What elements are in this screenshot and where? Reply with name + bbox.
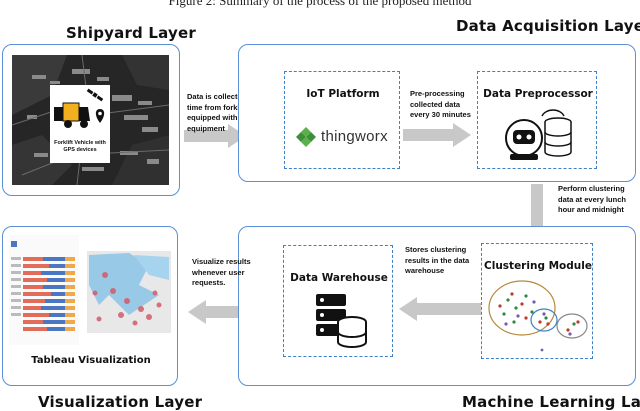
shipyard-layer-title: Shipyard Layer <box>66 24 196 42</box>
visualization-layer-title: Visualization Layer <box>38 393 203 411</box>
data-acquisition-layer-title: Data Acquisition Layer <box>456 17 640 35</box>
figure-caption: Figure 2: Summary of the process of the … <box>168 0 472 8</box>
machine-learning-layer-title: Machine Learning Layer <box>462 393 640 411</box>
iot-platform-title: IoT Platform <box>306 88 380 100</box>
clustering-module-box: Clustering Module <box>481 243 593 359</box>
shipyard-map-graphic <box>12 55 169 185</box>
data-acquisition-panel: IoT Platform thingworx Pre-processing co… <box>238 44 636 182</box>
tableau-visualization-label: Tableau Visualization <box>31 355 151 366</box>
arrow-clustering-to-warehouse <box>399 297 483 321</box>
note-preprocess: Pre-processing collected data every 30 m… <box>410 89 471 119</box>
clustering-module-title: Clustering Module <box>484 260 592 272</box>
vehicle-card: Forklift Vehicle with GPS devices <box>50 85 110 163</box>
data-preprocessor-title: Data Preprocessor <box>483 88 593 100</box>
clustering-scatter-graphic <box>488 280 588 352</box>
tableau-dashboard <box>9 235 173 345</box>
shipyard-map: Forklift Vehicle with GPS devices <box>12 55 169 185</box>
data-warehouse-title: Data Warehouse <box>290 272 388 284</box>
arrow-ml-to-visualization <box>188 300 238 324</box>
data-preprocessor-box: Data Preprocessor <box>477 71 597 169</box>
vehicle-label: Forklift Vehicle with GPS devices <box>54 140 106 153</box>
machine-learning-panel: Data Warehouse Stores clustering results… <box>238 226 636 386</box>
thingworx-logo-icon <box>296 127 316 147</box>
arrow-iot-to-preprocessor <box>403 123 471 147</box>
arrow-shipyard-to-acquisition <box>184 124 246 148</box>
note-collect: Data is collected in real time from fork… <box>187 92 271 133</box>
visualization-panel: Tableau Visualization <box>2 226 178 386</box>
note-store: Stores clustering results in the data wa… <box>405 245 470 275</box>
server-database-icon <box>316 294 367 348</box>
iot-platform-box: IoT Platform thingworx <box>284 71 400 169</box>
thingworx-wordmark: thingworx <box>321 128 388 145</box>
note-visualize: Visualize results whenever user requests… <box>192 257 251 287</box>
data-warehouse-box: Data Warehouse <box>283 245 393 357</box>
robot-database-icon <box>505 109 572 160</box>
tableau-dashboard-graphic <box>9 235 171 345</box>
note-cluster-schedule: Perform clustering data at every lunch h… <box>558 184 626 214</box>
forklift-gps-icon <box>54 88 105 128</box>
shipyard-panel: Forklift Vehicle with GPS devices <box>2 44 180 196</box>
